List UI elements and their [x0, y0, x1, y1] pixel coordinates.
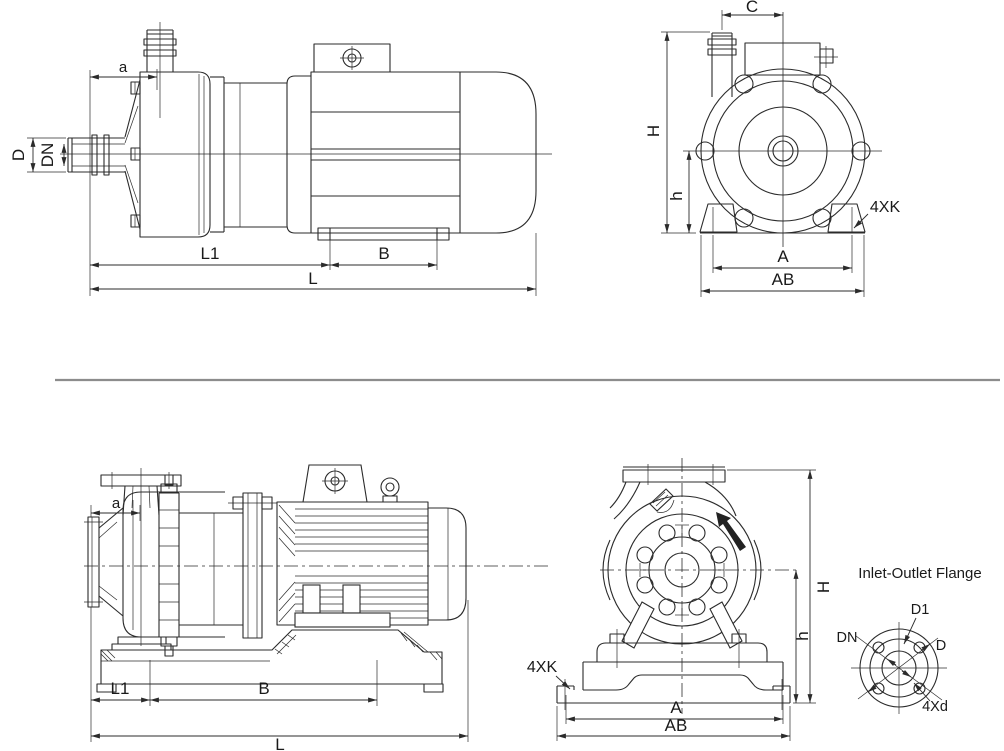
- dim-label-AB: AB: [772, 270, 795, 289]
- flange-detail: Inlet-Outlet Flange D1 DN D 4Xd: [837, 565, 982, 715]
- dim-label-A: A: [777, 247, 789, 266]
- dim-label-h: h: [793, 631, 812, 640]
- vent-pipe-front: [707, 32, 737, 97]
- dim-label-4XK: 4XK: [870, 199, 901, 216]
- terminal-box-front: [744, 42, 838, 76]
- dim-label-DN: DN: [38, 143, 57, 168]
- top-side-view: a D DN L1 B L: [9, 22, 552, 296]
- dim-label-H: H: [644, 125, 663, 137]
- dim-label-a: a: [112, 495, 121, 512]
- dim-label-D1: D1: [911, 602, 930, 618]
- casing-bolts: [130, 81, 141, 228]
- dim-label-4XK: 4XK: [527, 659, 558, 676]
- dim-label-4Xd: 4Xd: [922, 699, 948, 715]
- casing-stud-column: [158, 474, 180, 657]
- dim-label-L1: L1: [111, 679, 130, 698]
- dim-label-DN: DN: [837, 630, 858, 646]
- motor-finned: [276, 464, 467, 628]
- top-front-view: H h C A AB 4XK: [644, 0, 900, 297]
- dim-label-D: D: [936, 638, 946, 654]
- baseplate: [96, 629, 444, 693]
- dim-label-B: B: [258, 679, 269, 698]
- dim-label-D: D: [9, 149, 28, 161]
- dim-label-B: B: [378, 244, 389, 263]
- dim-label-H: H: [814, 581, 833, 593]
- bottom-side-view: a L1 B L: [84, 464, 552, 751]
- vent-pipe: [143, 22, 177, 118]
- dim-label-AB: AB: [665, 716, 688, 735]
- dim-label-L: L: [308, 269, 317, 288]
- dim-label-L: L: [275, 735, 284, 751]
- dim-label-A: A: [670, 698, 682, 717]
- casing-bolt-ring: [636, 524, 728, 616]
- vent-plug-stub: [649, 488, 675, 513]
- rotation-arrow: [716, 512, 746, 551]
- dim-label-C: C: [746, 0, 758, 16]
- dim-label-a: a: [119, 59, 128, 76]
- dim-label-L1: L1: [201, 244, 220, 263]
- bottom-front-view: 4XK A AB H h: [527, 458, 833, 741]
- dim-label-h: h: [667, 191, 686, 200]
- terminal-box: [313, 43, 391, 73]
- flange-detail-title: Inlet-Outlet Flange: [858, 565, 981, 582]
- pedestal: [556, 629, 791, 710]
